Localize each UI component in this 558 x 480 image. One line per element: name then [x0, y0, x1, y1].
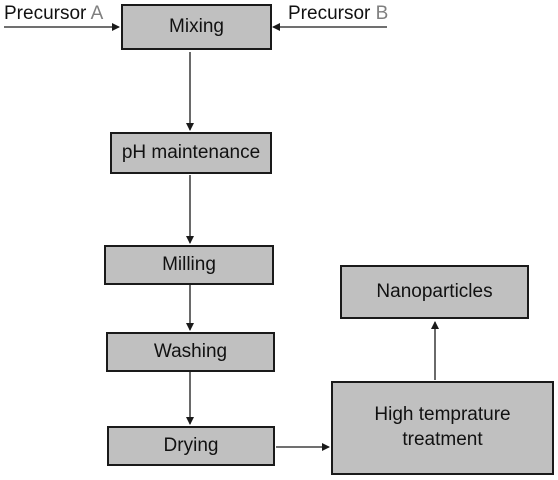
precursor-a-letter: A: [90, 3, 104, 24]
nanoparticles-box: Nanoparticles: [340, 265, 529, 319]
precursor-b-letter: B: [375, 3, 389, 24]
drying-box: Drying: [107, 426, 275, 466]
nanoparticles-label: Nanoparticles: [376, 280, 493, 302]
ph-maintenance-box: pH maintenance: [110, 132, 272, 174]
precursor-b-label: Precursor B: [288, 3, 388, 25]
high-temperature-treatment-box: High temprature treatment: [331, 381, 554, 475]
mixing-box: Mixing: [121, 4, 272, 50]
ph-maintenance-label: pH maintenance: [121, 141, 261, 163]
high-temp-line-1: High temprature: [374, 404, 511, 426]
milling-box: Milling: [104, 245, 274, 285]
milling-label: Milling: [162, 253, 216, 275]
drying-label: Drying: [163, 434, 219, 456]
mixing-label: Mixing: [169, 15, 224, 37]
precursor-a-label: Precursor A: [4, 3, 103, 25]
high-temp-line-2: treatment: [402, 429, 483, 450]
washing-label: Washing: [153, 340, 228, 362]
precursor-b-prefix: Precursor: [288, 3, 376, 24]
precursor-a-prefix: Precursor: [4, 3, 91, 24]
high-temperature-treatment-label: High temprature treatment: [374, 403, 510, 452]
washing-box: Washing: [106, 332, 275, 372]
